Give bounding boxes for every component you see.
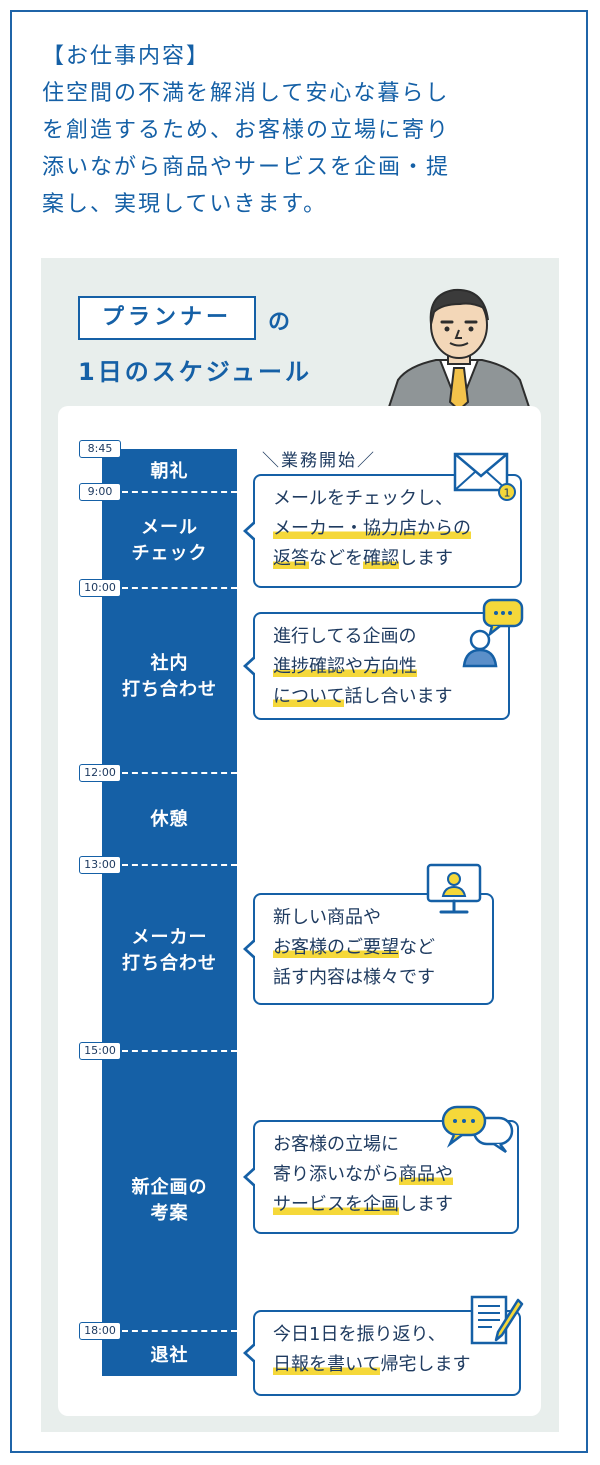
bubble-text-highlight: 商品や bbox=[399, 1164, 453, 1185]
time-label: 15:00 bbox=[79, 1042, 121, 1060]
time-label: 9:00 bbox=[79, 483, 121, 501]
intro-line: 添いながら商品やサービスを企画・提 bbox=[42, 155, 451, 180]
bubble-text-highlight: 返答 bbox=[273, 548, 309, 569]
bubble-text: 新しい商品や bbox=[273, 907, 381, 928]
intro-line: 案し、実現していきます。 bbox=[42, 192, 328, 217]
timeline-label-chorei: 朝礼 bbox=[150, 461, 189, 482]
bubble-text: などを bbox=[309, 548, 363, 569]
timeline-label-mail: メールチェック bbox=[131, 517, 208, 564]
time-divider bbox=[122, 864, 237, 866]
timeline-label-shanai: 社内打ち合わせ bbox=[122, 653, 217, 700]
title-particle: の bbox=[268, 310, 291, 335]
bubble-taisha: 今日1日を振り返り、 日報を書いて帰宅します bbox=[243, 1310, 521, 1396]
chat-person-icon bbox=[462, 598, 524, 668]
bubble-text: 話し合います bbox=[344, 686, 453, 707]
intro-heading: 【お仕事内容】 bbox=[42, 44, 211, 69]
time-divider bbox=[122, 491, 237, 493]
time-divider bbox=[122, 1050, 237, 1052]
time-label: 12:00 bbox=[79, 764, 121, 782]
document-pen-icon bbox=[470, 1295, 524, 1345]
time-label: 10:00 bbox=[79, 579, 121, 597]
bubble-text: 帰宅します bbox=[380, 1354, 471, 1375]
bubble-mail: メールをチェックし、 メーカー・協力店からの 返答などを確認します bbox=[243, 474, 522, 588]
speech-bubbles-icon bbox=[441, 1105, 514, 1154]
time-divider bbox=[122, 587, 237, 589]
intro-line: を創造するため、お客様の立場に寄り bbox=[42, 118, 451, 143]
outer-frame bbox=[10, 10, 588, 1453]
time-divider bbox=[122, 772, 237, 774]
mail-badge: 1 bbox=[504, 487, 511, 500]
bubble-text-highlight: メーカー・協力店からの bbox=[273, 518, 471, 539]
bubble-text: など bbox=[399, 937, 435, 958]
time-label: 13:00 bbox=[79, 856, 121, 874]
bubble-text: お客様の立場に bbox=[273, 1134, 399, 1155]
schedule-title: 1日のスケジュール bbox=[78, 358, 313, 386]
bubble-text: 今日1日を振り返り、 bbox=[273, 1324, 446, 1345]
timeline-label-kyukei: 休憩 bbox=[150, 809, 189, 830]
timeline-label-maker: メーカー打ち合わせ bbox=[122, 927, 217, 974]
timeline-label-kikaku: 新企画の考案 bbox=[131, 1177, 208, 1224]
bubble-text-highlight: サービスを企画 bbox=[273, 1194, 399, 1215]
start-label: ＼業務開始／ bbox=[262, 451, 376, 471]
bubble-kikaku: お客様の立場に 寄り添いながら商品や サービスを企画します bbox=[243, 1120, 519, 1234]
timeline-bar bbox=[102, 449, 237, 1376]
bubble-text-highlight: 日報を書いて bbox=[273, 1354, 381, 1375]
bubble-text-highlight: 確認 bbox=[363, 548, 399, 569]
bubble-text: 寄り添いながら bbox=[273, 1164, 399, 1185]
businessman-illustration bbox=[386, 288, 532, 410]
bubble-text: します bbox=[399, 1194, 453, 1215]
bubble-text-highlight: 進捗確認や方向性 bbox=[273, 656, 417, 677]
video-call-icon bbox=[426, 863, 482, 914]
bubble-text: 進行してる企画の bbox=[273, 626, 417, 647]
envelope-icon: 1 bbox=[453, 452, 516, 501]
job-description: 【お仕事内容】 住空間の不満を解消して安心な暮らし を創造するため、お客様の立場… bbox=[42, 38, 572, 223]
time-divider bbox=[122, 1330, 237, 1332]
timeline-label-taisha: 退社 bbox=[150, 1345, 189, 1366]
bubble-text-highlight: お客様のご要望 bbox=[273, 937, 399, 958]
bubble-text: 話す内容は様々です bbox=[273, 967, 435, 988]
bubble-text-highlight: について bbox=[273, 686, 345, 707]
time-label: 18:00 bbox=[79, 1322, 121, 1340]
time-label: 8:45 bbox=[79, 440, 121, 458]
role-title-box: プランナー bbox=[78, 296, 256, 340]
bubble-text: メールをチェックし、 bbox=[273, 488, 453, 509]
bubble-text: します bbox=[399, 548, 453, 569]
intro-line: 住空間の不満を解消して安心な暮らし bbox=[42, 81, 450, 106]
